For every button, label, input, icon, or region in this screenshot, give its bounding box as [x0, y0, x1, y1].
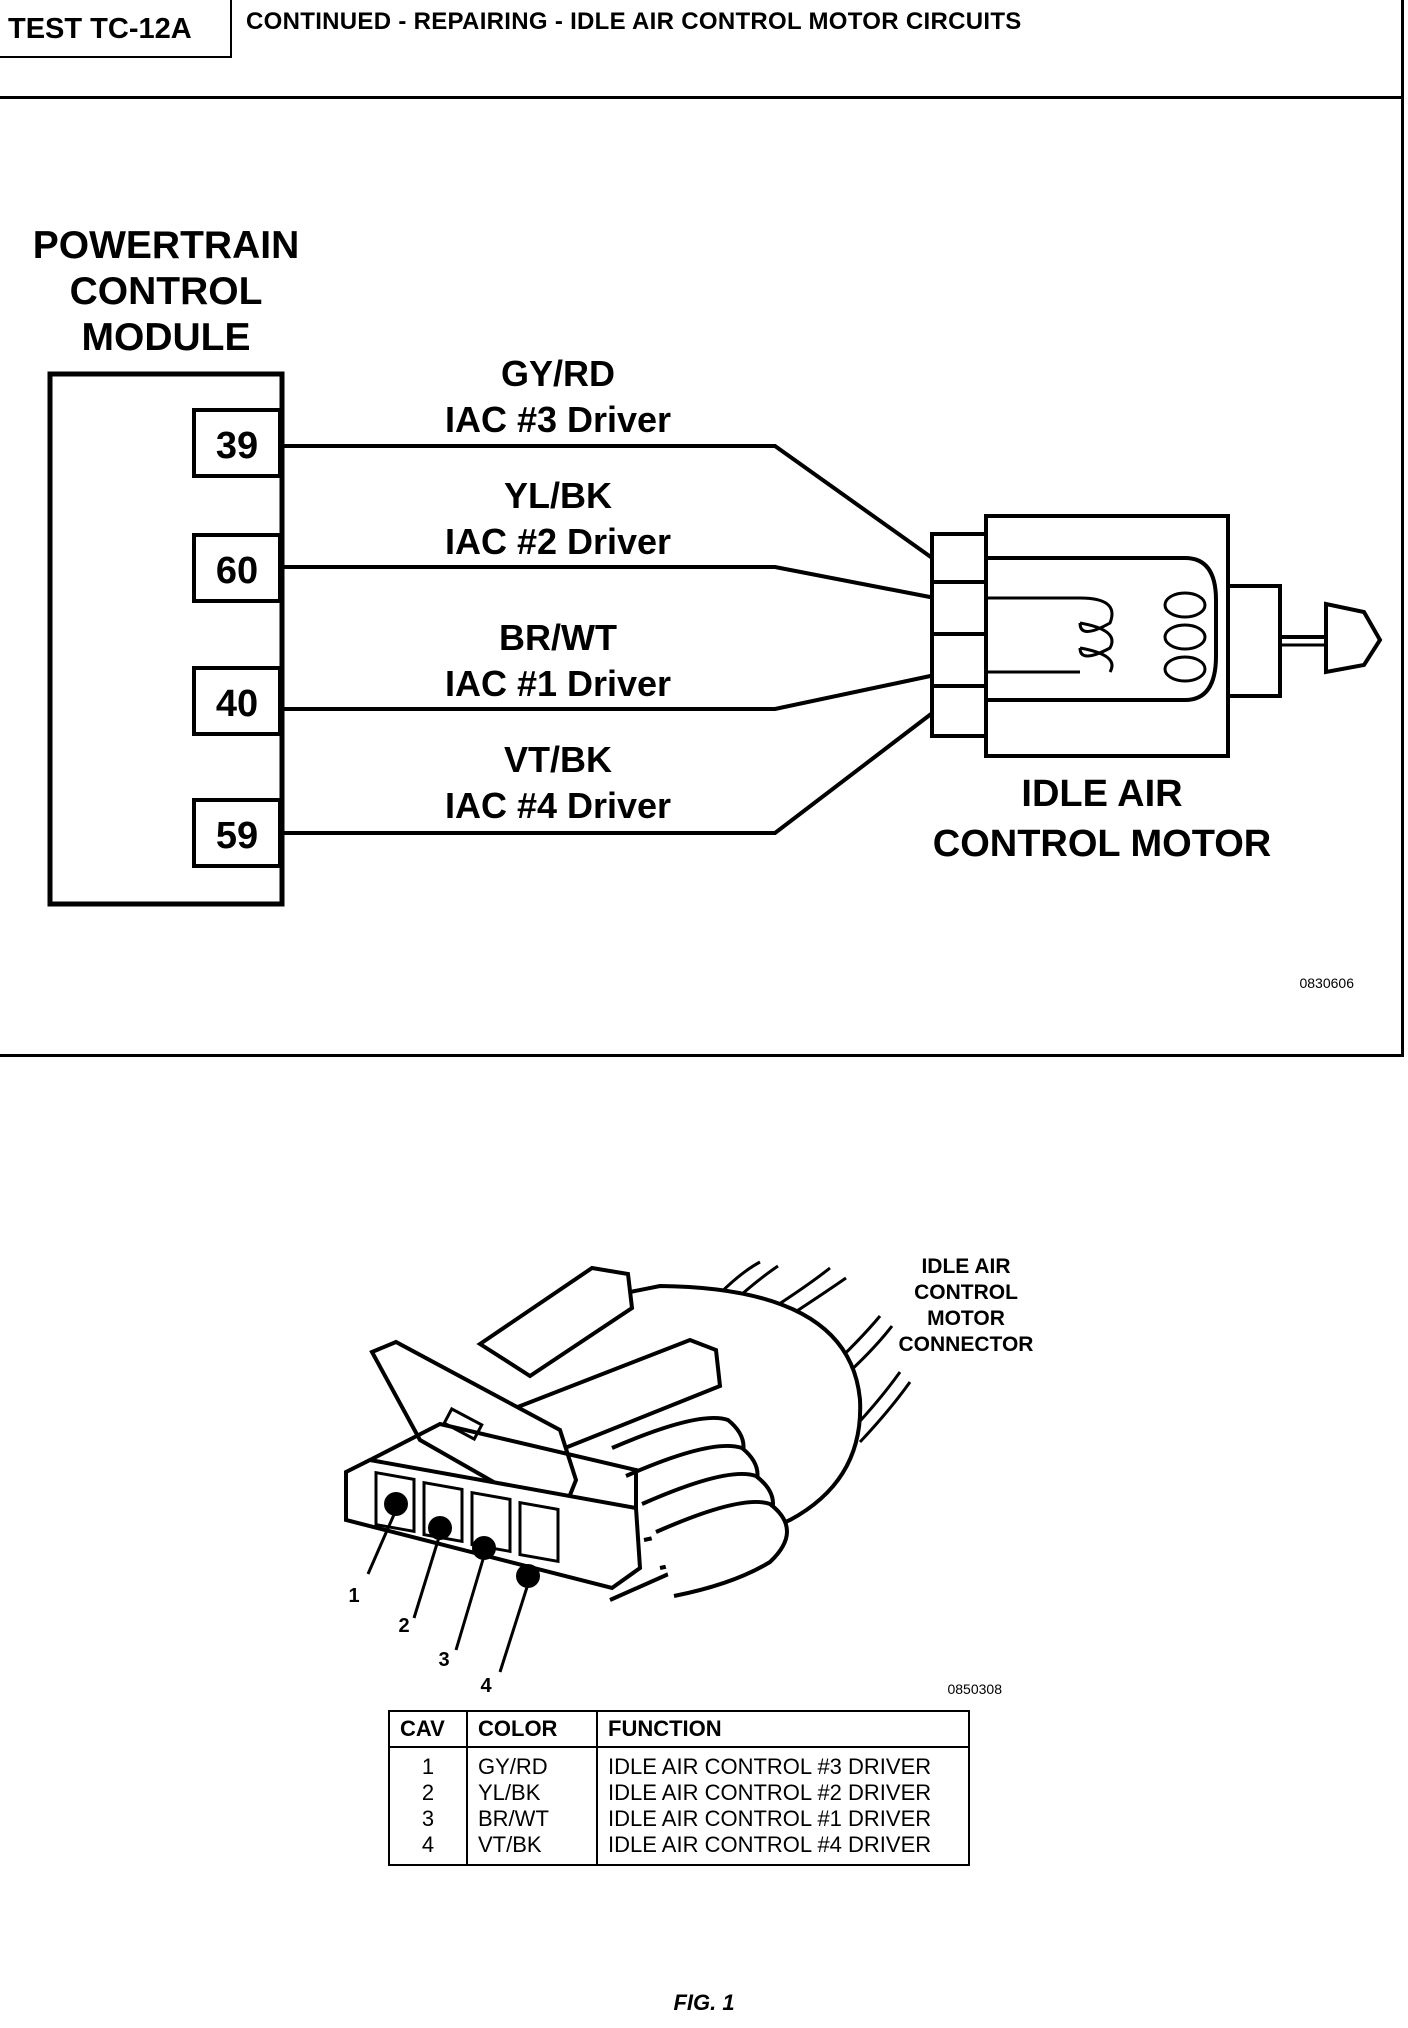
- motor-coil-right: [1163, 591, 1207, 683]
- cell-cav: 3: [421, 1806, 435, 1831]
- table-header-row: CAV COLOR FUNCTION: [389, 1711, 969, 1748]
- cell-function: IDLE AIR CONTROL #3 DRIVER: [596, 1747, 969, 1780]
- wire-color-label: VT/BK: [504, 739, 612, 780]
- motor-coil-left: [1078, 596, 1114, 673]
- wire-iac-2: [282, 565, 936, 600]
- pcm-label-line-3: MODULE: [82, 316, 251, 359]
- page-title: CONTINUED - REPAIRING - IDLE AIR CONTROL…: [246, 8, 1022, 35]
- right-border: [1401, 0, 1404, 1056]
- cell-function: IDLE AIR CONTROL #4 DRIVER: [596, 1832, 969, 1865]
- cell-function: IDLE AIR CONTROL #1 DRIVER: [596, 1806, 969, 1832]
- cell-function: IDLE AIR CONTROL #2 DRIVER: [596, 1780, 969, 1806]
- test-id: TEST TC-12A: [0, 0, 232, 58]
- cavity-callout-2: 2: [398, 1615, 409, 1637]
- column-header-cav: CAV: [389, 1711, 467, 1748]
- cavity-callout-3: 3: [438, 1649, 449, 1671]
- wire-color-label: GY/RD: [501, 353, 615, 394]
- motor-plunger-housing: [1226, 584, 1282, 698]
- pcm-label-line-2: CONTROL: [70, 270, 263, 313]
- pin-label: 40: [216, 683, 258, 725]
- table-row: 3 BR/WT IDLE AIR CONTROL #1 DRIVER: [389, 1806, 969, 1832]
- connector-figure-code: 0850308: [947, 1681, 1002, 1697]
- cell-cav: 2: [421, 1780, 435, 1805]
- motor-label-line-2: CONTROL MOTOR: [933, 823, 1271, 865]
- cell-cav: 1: [421, 1754, 435, 1779]
- figure-caption: FIG. 1: [673, 1990, 735, 2015]
- connector-top-edge: [369, 1421, 638, 1508]
- cavity-callout-4: 4: [480, 1675, 492, 1697]
- wire-color-label: YL/BK: [504, 475, 612, 516]
- pcm-label-line-1: POWERTRAIN: [33, 224, 300, 267]
- cell-color: GY/RD: [466, 1747, 597, 1780]
- wire-boots: [611, 1416, 789, 1598]
- column-header-color: COLOR: [466, 1711, 597, 1748]
- connector-label-line-3: MOTOR: [927, 1307, 1005, 1330]
- pin-box-59: 59: [192, 798, 282, 868]
- cavity-callout-1: 1: [348, 1585, 359, 1607]
- motor-pintle: [1324, 601, 1383, 675]
- motor-coil-frame: [986, 556, 1218, 702]
- pin-label: 60: [216, 550, 258, 592]
- iac-wiring-schematic: POWERTRAIN CONTROL MODULE 39 60 40 59 GY…: [33, 224, 1383, 991]
- pcm-box: [47, 371, 285, 907]
- connector-label-line-1: IDLE AIR: [921, 1255, 1010, 1278]
- pin-label: 39: [216, 425, 258, 467]
- wire-function-label: IAC #2 Driver: [445, 521, 671, 562]
- cavity-terminals: [384, 1492, 540, 1588]
- cavity-callout-leaders: [366, 1509, 530, 1673]
- wire-color-label: BR/WT: [499, 617, 617, 658]
- cell-color: BR/WT: [466, 1806, 597, 1832]
- schematic-figure-code: 0830606: [1299, 975, 1354, 991]
- cell-color: YL/BK: [466, 1780, 597, 1806]
- motor-body: [984, 514, 1230, 758]
- connector-lock-tab: [476, 1265, 635, 1379]
- motor-connector-block: [930, 532, 988, 738]
- iac-connector-illustration: 1 2 3 4 IDLE AIR CONTROL MOTOR CONNECTOR…: [344, 1255, 1034, 1697]
- wire-iac-1: [282, 673, 936, 711]
- pin-label: 59: [216, 815, 258, 857]
- motor-label-line-1: IDLE AIR: [1021, 773, 1182, 815]
- table-row: 2 YL/BK IDLE AIR CONTROL #2 DRIVER: [389, 1780, 969, 1806]
- top-divider: [0, 96, 1402, 99]
- cell-color: VT/BK: [466, 1832, 597, 1865]
- pin-box-40: 40: [192, 666, 282, 736]
- table-row: 4 VT/BK IDLE AIR CONTROL #4 DRIVER: [389, 1832, 969, 1865]
- wire-function-label: IAC #3 Driver: [445, 399, 671, 440]
- table-row: 1 GY/RD IDLE AIR CONTROL #3 DRIVER: [389, 1747, 969, 1780]
- connector-pinout-table: CAV COLOR FUNCTION 1 GY/RD IDLE AIR CONT…: [388, 1710, 970, 1866]
- pin-box-39: 39: [192, 408, 282, 478]
- wire-iac-3: [282, 444, 937, 562]
- column-header-function: FUNCTION: [596, 1711, 969, 1748]
- cell-cav: 4: [421, 1832, 435, 1857]
- pin-box-60: 60: [192, 533, 282, 603]
- mid-divider: [0, 1054, 1404, 1057]
- wire-iac-4: [282, 709, 937, 835]
- wire-function-label: IAC #4 Driver: [445, 785, 671, 826]
- connector-label-line-2: CONTROL: [914, 1281, 1018, 1304]
- connector-label-line-4: CONNECTOR: [899, 1333, 1034, 1356]
- wire-function-label: IAC #1 Driver: [445, 663, 671, 704]
